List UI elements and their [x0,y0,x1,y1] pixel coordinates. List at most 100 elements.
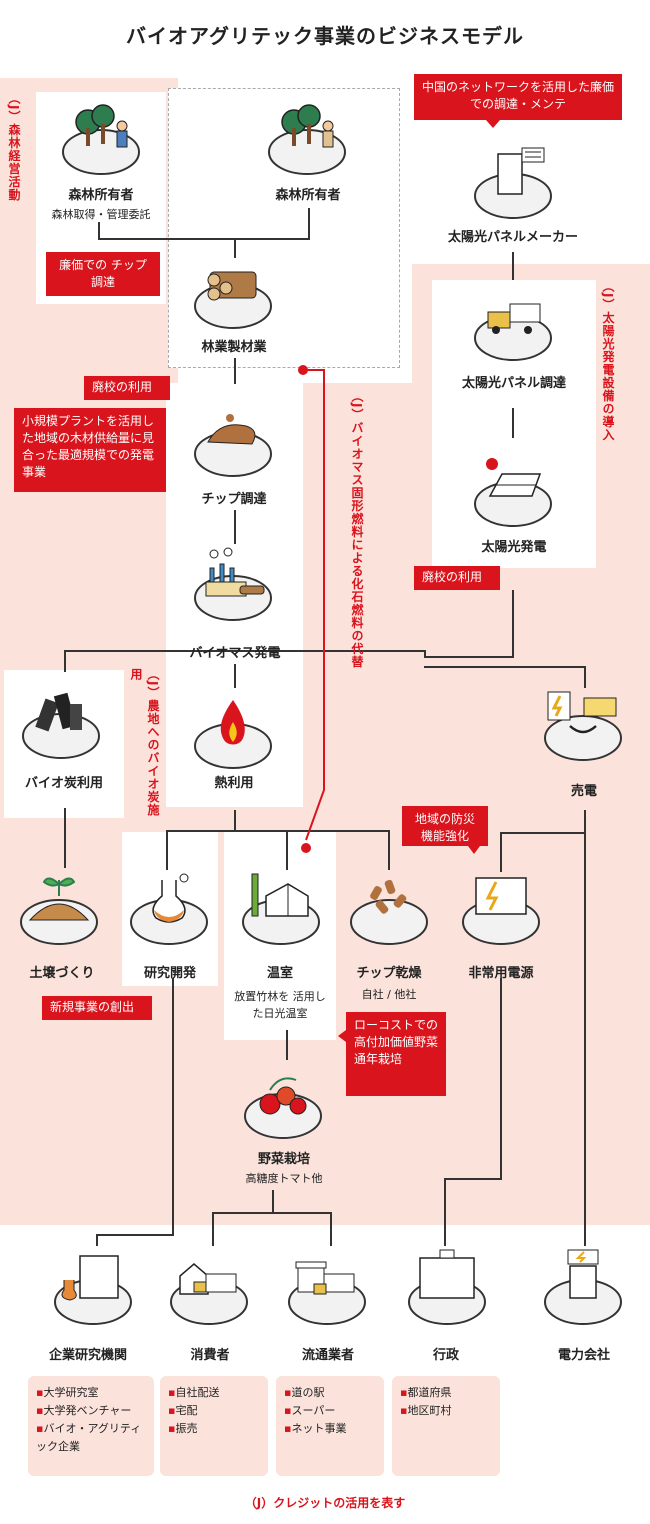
callout-cheap-chips: 廉価での チップ調達 [46,252,160,296]
line-biochar-v [64,650,66,672]
line-sell-h [500,832,584,834]
distributors-label: 流通業者 [301,1348,354,1363]
label-farmland: （J）農地へのバイオ炭施用 [129,668,160,817]
line-chipdry-v [388,830,390,870]
chip-procure-label: チップ調達 [201,492,267,507]
lumber-label: 林業製材業 [201,340,267,355]
line-solar-h2 [424,650,426,658]
line-gov-v [444,1178,446,1246]
distributor-shop-icon [288,1261,366,1325]
list-item: 都道府県 [400,1384,492,1402]
chip-drying-icon [350,879,428,945]
solar-maker-building-icon [474,147,552,219]
list-item: 自社配送 [168,1384,260,1402]
line-veg-consumer [212,1212,214,1246]
solar-panel-sun-icon [474,458,552,527]
soil-label: 土壌づくり [29,966,95,981]
page-title: バイオアグリテック事業のビジネスモデル [126,24,524,48]
line-forest-owner2-v [308,208,310,240]
line-veg-distrib [330,1212,332,1246]
line-greenhouse-veg [286,1030,288,1060]
forest-owner2-icon [268,104,346,175]
sell-power-label: 売電 [570,784,597,799]
consumers-list: 自社配送 宅配 振売 [160,1376,268,1476]
line-veg-down [272,1190,274,1212]
callout-china-network: 中国のネットワークを活用した廉価での調達・メンテ [414,74,622,120]
line-heat-down [234,810,236,832]
sprout-soil-icon [20,877,98,945]
forest-owner-icon [62,104,140,175]
corp-research-label: 企業研究機関 [48,1348,127,1363]
corp-research-building-icon [54,1255,132,1325]
line-sell-down [584,810,586,1246]
solar-maker-label: 太陽光パネルメーカー [447,230,578,245]
biochar-label: バイオ炭利用 [24,776,103,791]
forest-owner1-sub: 森林取得・管理委託 [51,208,151,221]
label-solar-equipment: （J）太陽光発電設備の導入 [601,280,615,442]
callout-new-business: 新規事業の創出 [42,996,152,1020]
line-research-v [166,830,168,870]
consumer-house-icon [170,1263,248,1325]
line-research-h [96,1234,174,1236]
vegetables-sub: 高糖度トマト他 [245,1172,323,1185]
callout-closed-school-1: 廃校の利用 [84,376,170,400]
line-lumber-chip [234,358,236,384]
solar-procure-label: 太陽光パネル調達 [461,376,566,391]
line-forest-owner1-v [98,222,100,240]
flame-icon [194,700,272,769]
consumers-label: 消費者 [190,1348,230,1363]
line-biomass-heat [234,664,236,688]
biomass-plant-icon [194,547,272,621]
power-company-label: 電力会社 [557,1348,610,1363]
line-chip-biomass [234,510,236,544]
line-biochar-soil [64,808,66,868]
credit-line-red [298,365,325,853]
biomass-gen-label: バイオマス発電 [189,646,281,661]
line-solar-proc-gen [512,408,514,438]
sell-power-icon [544,691,622,761]
line-greenhouse-v [286,830,288,870]
forest-owner2-label: 森林所有者 [275,188,341,203]
callout-low-cost: ローコストでの高付加価値野菜通年栽培 [346,1012,446,1096]
list-item: ネット事業 [284,1420,376,1438]
emergency-label: 非常用電源 [468,966,534,981]
line-research-down [172,978,174,1234]
line-solar-h [424,656,514,658]
list-item: スーパー [284,1402,376,1420]
list-item: バイオ・アグリティック企業 [36,1420,146,1456]
line-to-sell [424,666,584,668]
callout-china-pointer [486,120,500,128]
label-biomass-fuel: （J）バイオマス固形燃料による化石燃料の代替 [350,390,364,669]
greenhouse-icon [242,873,320,945]
list-item: 大学発ベンチャー [36,1402,146,1420]
list-item: 宅配 [168,1402,260,1420]
government-label: 行政 [432,1348,459,1363]
line-research-corp [96,1234,98,1246]
callout-disaster-pointer [468,846,480,854]
callout-small-plant: 小規模プラントを活用した地域の木材供給量に見合った最適規模での発電事業 [14,408,166,492]
corp-research-list: 大学研究室 大学発ベンチャー バイオ・アグリティック企業 [28,1376,154,1476]
line-veg-h [212,1212,332,1214]
lumber-logs-icon [194,271,272,329]
chip-dry-sub: 自社 / 他社 [361,988,417,1001]
line-solar-gen-down [512,590,514,658]
line-emergency-h [444,1178,502,1180]
line-to-lumber [234,238,236,258]
research-label: 研究開発 [143,966,196,981]
wood-chips-icon [194,414,272,477]
flask-icon [130,873,208,945]
list-item: 振売 [168,1420,260,1438]
line-heat-h [166,830,390,832]
tomato-icon [244,1077,322,1139]
forest-owner1-label: 森林所有者 [68,188,134,203]
line-emergency-down [500,978,502,1180]
line-biomass-h [64,650,424,652]
list-item: 大学研究室 [36,1384,146,1402]
list-item: 地区町村 [400,1402,492,1420]
chip-dry-label: チップ乾燥 [356,966,422,981]
label-forest-mgmt: （J）森林経営活動 [7,92,21,202]
vegetables-label: 野菜栽培 [257,1152,310,1167]
callout-closed-school-2: 廃校の利用 [414,566,500,590]
list-item: 道の駅 [284,1384,376,1402]
charcoal-icon [22,692,100,759]
